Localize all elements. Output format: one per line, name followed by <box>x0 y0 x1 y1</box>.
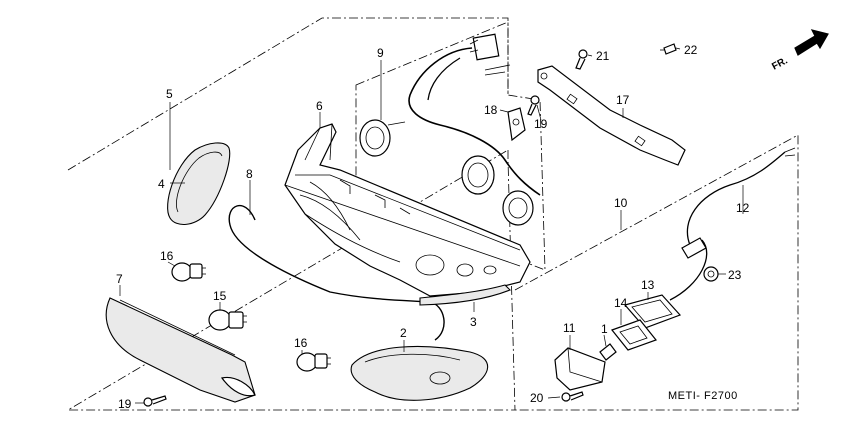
screw-22 <box>660 43 677 55</box>
callout-1: 1 <box>601 322 608 336</box>
callout-15: 15 <box>213 289 227 303</box>
figure-code: METI- F2700 <box>668 390 738 402</box>
direction-label: FR. <box>770 55 790 72</box>
mounting-stay-part <box>537 65 686 166</box>
callout-21: 21 <box>596 49 610 63</box>
callout-2: 2 <box>400 326 407 340</box>
bulb-part-16-upper <box>171 262 206 282</box>
side-cover-lens-part <box>105 297 256 403</box>
bracket-part-18 <box>507 107 526 142</box>
gasket-part <box>611 319 657 351</box>
callout-22: 22 <box>684 43 698 57</box>
callout-16-lower: 16 <box>294 336 308 350</box>
callout-10: 10 <box>614 196 628 210</box>
callout-8: 8 <box>246 167 253 181</box>
callout-14: 14 <box>614 296 628 310</box>
front-direction-arrow: FR. <box>770 29 829 73</box>
callout-6: 6 <box>316 99 323 113</box>
trim-strip-part <box>419 284 511 306</box>
reflector-lens-part <box>167 142 231 225</box>
callout-20: 20 <box>530 391 544 405</box>
license-lens-part <box>554 347 606 391</box>
tail-lamp-housing-part <box>284 123 531 297</box>
license-wire-part <box>669 147 796 301</box>
callout-11: 11 <box>563 321 576 335</box>
callout-7: 7 <box>116 272 123 286</box>
callout-18: 18 <box>484 103 498 117</box>
leader-lines <box>119 47 744 404</box>
screw-21 <box>575 49 588 70</box>
callout-5: 5 <box>166 87 173 101</box>
screw-19-upper <box>527 95 540 116</box>
callout-4: 4 <box>158 177 165 191</box>
callout-19-lower: 19 <box>118 397 132 411</box>
callout-19-upper: 19 <box>534 117 548 131</box>
callout-3: 3 <box>470 315 477 329</box>
bulb-part-15 <box>208 309 247 331</box>
callout-23: 23 <box>728 268 742 282</box>
screw-20 <box>561 391 584 402</box>
callout-13: 13 <box>641 278 655 292</box>
callout-16-upper: 16 <box>160 249 174 263</box>
screw-19-lower <box>143 395 167 407</box>
grommet-part <box>703 266 719 282</box>
callout-17: 17 <box>616 93 630 107</box>
callout-12: 12 <box>736 201 750 215</box>
outline-license-light-assembly <box>514 134 799 411</box>
wire-harness-part <box>359 33 541 226</box>
bulb-part-1 <box>599 343 617 361</box>
callout-9: 9 <box>377 46 384 60</box>
callout-labels: 2 3 4 5 6 7 8 9 10 11 12 13 14 15 16 16 … <box>116 43 750 411</box>
bulb-part-16-lower <box>296 352 331 372</box>
side-reflector-part <box>350 345 489 401</box>
